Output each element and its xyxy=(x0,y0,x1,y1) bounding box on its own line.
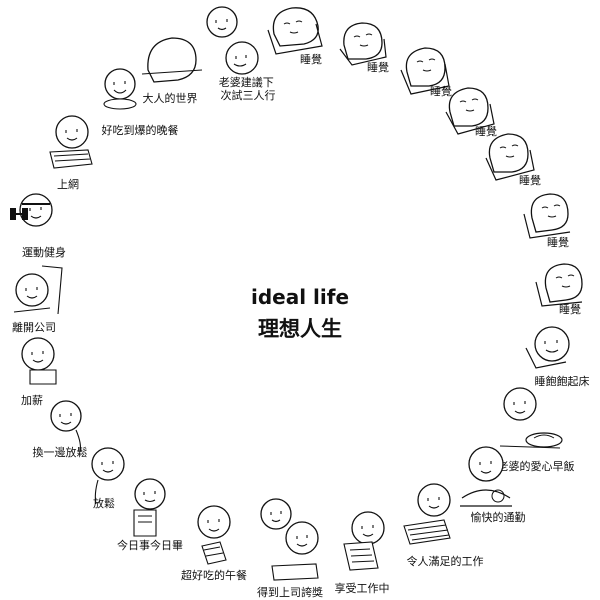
scene-leave: 離開公司 xyxy=(12,266,62,334)
sleeping-head-icon xyxy=(417,59,435,71)
smiling-face-icon xyxy=(51,401,81,431)
scene-enjoy-work: 享受工作中 xyxy=(335,512,390,595)
title-zh: 理想人生 xyxy=(258,317,342,341)
caption: 加薪 xyxy=(21,394,43,407)
scene-done: 今日事今日畢 xyxy=(117,479,183,552)
scene-internet: 上網 xyxy=(50,116,92,191)
caption: 今日事今日畢 xyxy=(117,538,183,552)
caption: 大人的世界 xyxy=(143,91,198,105)
caption: 愉快的通勤 xyxy=(471,510,526,524)
sleeping-head-icon xyxy=(460,99,478,111)
caption: 睡飽飽起床 xyxy=(535,374,590,388)
caption: 老婆的愛心早飯 xyxy=(498,459,575,473)
caption: 睡覺 xyxy=(367,61,389,74)
scene-sleep-1: 睡覺 xyxy=(268,8,322,66)
keyboard-icon xyxy=(272,564,318,580)
scene-sleep-2: 睡覺 xyxy=(340,23,389,74)
sleeping-head-icon xyxy=(354,34,372,46)
scene-raise: 加薪 xyxy=(21,338,56,407)
caption-wife-suggestion: 老婆建議下 次試三人行 xyxy=(219,75,278,102)
scene-relax: 放鬆 xyxy=(92,448,124,510)
caption: 得到上司誇獎 xyxy=(257,585,323,599)
caption: 令人滿足的工作 xyxy=(407,554,484,568)
caption: 睡覺 xyxy=(475,125,497,138)
smiling-face-icon xyxy=(92,448,124,480)
scene-commute: 愉快的通勤 xyxy=(460,447,526,524)
smiling-face-icon xyxy=(16,274,48,306)
scene-exercise: 運動健身 xyxy=(10,194,66,259)
scene-sleep-6: 睡覺 xyxy=(524,194,570,249)
caption: 上網 xyxy=(57,177,79,191)
caption: 離開公司 xyxy=(12,320,56,334)
scene-wife-suggestion xyxy=(207,7,258,74)
scene-sleep-7: 睡覺 xyxy=(536,264,582,316)
sleeping-head-icon xyxy=(542,205,560,217)
scene-dinner: 好吃到爆的晚餐 xyxy=(102,69,179,137)
caption: 換一邊放鬆 xyxy=(33,445,88,459)
scene-work: 令人滿足的工作 xyxy=(404,484,484,568)
scene-sleep-5: 睡覺 xyxy=(486,134,541,187)
caption-line-2: 次試三人行 xyxy=(221,88,276,102)
caption-line-1: 老婆建議下 xyxy=(219,75,274,89)
smiling-face-icon xyxy=(198,506,230,538)
smiling-face-icon xyxy=(535,327,569,361)
caption: 睡覺 xyxy=(430,85,452,98)
scene-praise: 得到上司誇獎 xyxy=(257,499,323,599)
smiling-face-icon xyxy=(352,512,384,544)
caption: 好吃到爆的晚餐 xyxy=(102,123,179,137)
smiling-face-icon xyxy=(504,388,536,420)
smiling-face-icon xyxy=(261,499,291,529)
caption: 放鬆 xyxy=(93,496,115,510)
smiling-face-icon xyxy=(105,69,135,99)
smiling-face-icon xyxy=(135,479,165,509)
sleeping-head-icon xyxy=(500,145,518,157)
scene-breakfast: 老婆的愛心早飯 xyxy=(498,388,575,473)
sleeping-head-icon xyxy=(284,21,302,33)
caption: 睡覺 xyxy=(519,174,541,187)
caption: 睡覺 xyxy=(300,53,322,66)
smiling-face-icon xyxy=(418,484,450,516)
caption: 睡覺 xyxy=(559,303,581,316)
dumbbell-icon xyxy=(10,208,28,220)
scene-adult: 大人的世界 xyxy=(142,38,202,105)
caption: 享受工作中 xyxy=(335,581,390,595)
scene-relax-other: 換一邊放鬆 xyxy=(33,401,88,459)
scene-sleep-4: 睡覺 xyxy=(446,88,497,138)
scene-wake: 睡飽飽起床 xyxy=(526,327,590,388)
title-en: ideal life xyxy=(251,285,349,309)
sleeping-head-icon xyxy=(556,275,574,287)
keyboard-icon xyxy=(50,150,92,168)
caption: 運動健身 xyxy=(22,245,66,259)
plate-icon xyxy=(104,99,136,109)
caption: 超好吃的午餐 xyxy=(181,568,247,582)
smiling-face-icon xyxy=(22,338,54,370)
scene-sleep-3: 睡覺 xyxy=(401,48,452,98)
scene-lunch: 超好吃的午餐 xyxy=(181,506,247,582)
smiling-face-icon xyxy=(469,447,503,481)
smiling-face-icon xyxy=(56,116,88,148)
caption: 睡覺 xyxy=(547,236,569,249)
notebook-icon xyxy=(134,510,156,536)
keyboard-icon xyxy=(404,520,450,544)
